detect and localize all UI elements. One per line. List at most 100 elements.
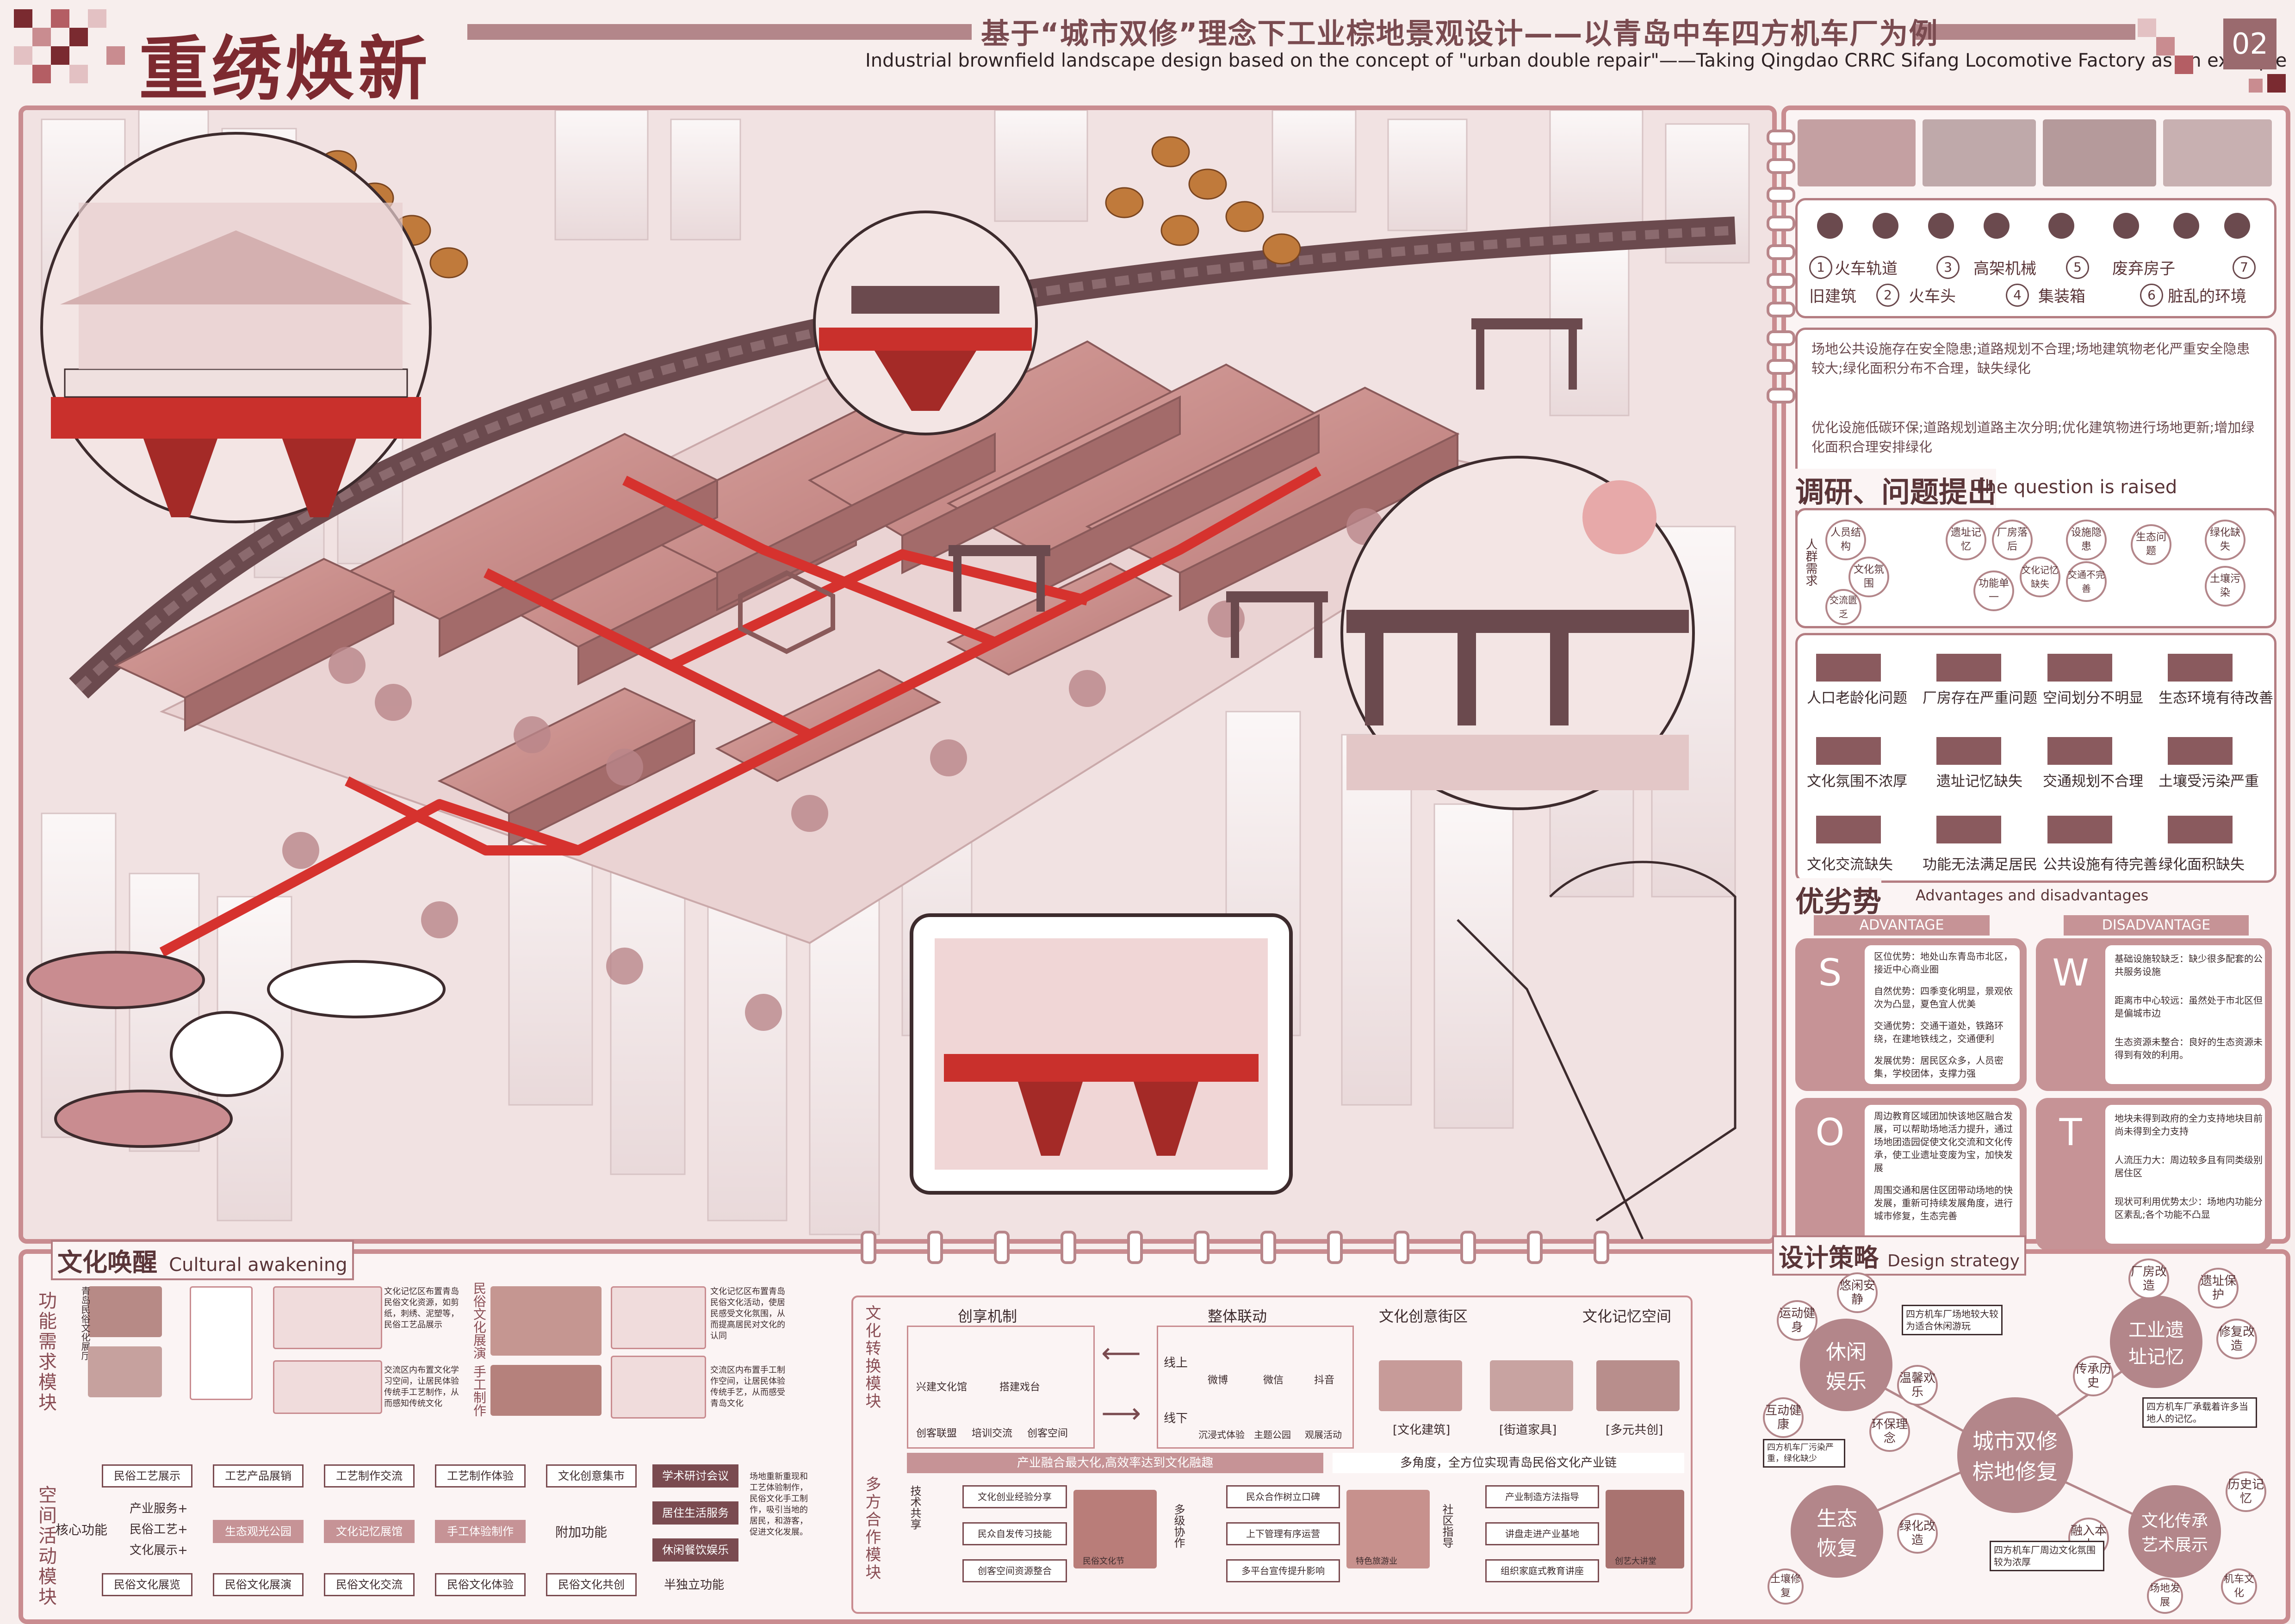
site-element-3-no: 3	[1936, 256, 1963, 279]
culture-desc-2: 交流区内布置文化学习空间，让居民体验传统手工艺制作，从而感知传统文化	[384, 1365, 459, 1408]
problem-icons	[1816, 654, 2233, 843]
multi-label: 多级协作	[1172, 1504, 1185, 1548]
flow-1-5: 文化创意集市	[546, 1464, 637, 1488]
problem-6: 遗址记忆缺失	[1936, 773, 2022, 790]
flow-3-4: 民俗文化体验	[435, 1573, 526, 1596]
problem-text: 场地公共设施存在安全隐患;道路规划不合理;场地建筑物老化严重安全隐患较大;绿化面…	[1811, 341, 2250, 376]
arrow-left-icon: ⟵	[1101, 1337, 1141, 1370]
zoom-circle-right	[1340, 456, 1695, 810]
title-cn: 基于“城市双修”理念下工业棕地景观设计——以青岛中车四方机车厂为例	[981, 17, 1939, 50]
advantage-bar: ADVANTAGE	[1814, 915, 1990, 936]
site-element-5-label: 废弃房子	[2112, 260, 2175, 278]
tablet-illustration	[910, 913, 1293, 1195]
bubbles-left-label: 人群需求	[1804, 538, 1817, 586]
flow-2-2: 文化记忆展馆	[324, 1520, 415, 1543]
bubble-11: 绿化缺失	[2205, 520, 2245, 560]
flow-2-3: 手工体验制作	[435, 1520, 526, 1543]
strategy-note-2: 四方机车厂承载着许多当地人的记忆。	[2142, 1397, 2257, 1428]
survey-title: 调研、问题提出	[1795, 469, 1997, 510]
coop-photo-1	[1073, 1490, 1157, 1568]
flow-2-4: 附加功能	[555, 1525, 608, 1540]
coop-1-1: 文化创业经验分享	[962, 1485, 1067, 1508]
street-photo-1	[1379, 1360, 1462, 1411]
side-list-4: 半独立功能	[664, 1578, 725, 1592]
core-item-2: 民俗工艺+	[130, 1523, 188, 1537]
mini-15: 机车文化	[2221, 1568, 2257, 1605]
swot-title: 优劣势	[1795, 878, 1882, 920]
drone-illustration	[26, 951, 446, 1148]
photographer-outline	[1457, 861, 1737, 1239]
bubble-10: 生态问题	[2131, 524, 2171, 565]
mini-2: 运动健身	[1777, 1300, 1817, 1341]
flow-1-4: 工艺制作体验	[435, 1464, 526, 1488]
solution-text: 优化设施低碳环保;道路规划道路主次分明;优化建筑物进行场地更新;增加绿化面积合理…	[1811, 420, 2255, 455]
swot-s-1: 区位优势：地处山东青岛市北区，接近中心商业圈	[1874, 951, 2013, 975]
mechanism-box	[907, 1326, 1095, 1449]
flow-2-1: 生态观光公园	[213, 1520, 304, 1543]
bubble-2: 文化氛围	[1848, 557, 1889, 597]
coop-1-2: 民众自发传习技能	[962, 1522, 1067, 1545]
culture-axo-3	[611, 1286, 706, 1349]
site-element-4-label: 集装箱	[2038, 287, 2085, 306]
mechanism-1: 兴建文化馆	[916, 1382, 968, 1393]
bar-1: 产业融合最大化,高效率达到文化融趣	[907, 1453, 1323, 1473]
side-list-1: 学术研讨会议	[652, 1464, 738, 1488]
swot-t-3: 现状可利用优势太少：场地内功能分区素乱;各个功能不凸显	[2115, 1196, 2263, 1220]
coop-1-3: 创客空间资源整合	[962, 1559, 1067, 1582]
offline-1: 沉浸式体验	[1198, 1429, 1245, 1440]
transform-vlabel-2: 多方合作模块	[862, 1476, 881, 1581]
page-number: 02	[2223, 19, 2276, 69]
swot-s-letter: S	[1805, 948, 1855, 998]
coop-2-3: 多平台宣传提升影响	[1226, 1559, 1340, 1582]
offline-label: 线下	[1164, 1412, 1188, 1426]
problem-10: 功能无法满足居民	[1923, 856, 2037, 873]
coop-3-1: 产业制造方法指导	[1485, 1485, 1599, 1508]
strategy-note-3: 四方机车厂污染严重，绿化缺少	[1763, 1439, 1845, 1468]
memory-title: 文化记忆空间	[1582, 1308, 1672, 1325]
culture-axo-4	[611, 1356, 706, 1419]
community-label: 社区指导	[1440, 1504, 1453, 1548]
site-element-1-label: 旧建筑	[1809, 287, 1856, 306]
bar-2: 多角度，全方位实现青岛民俗文化产业链	[1333, 1453, 1684, 1473]
flow-1-1: 民俗工艺展示	[102, 1464, 192, 1488]
site-photo-4	[2163, 119, 2272, 186]
problem-4: 生态环境有待改善	[2159, 690, 2273, 707]
mini-9: 环保理念	[1869, 1411, 1910, 1452]
culture-desc-1: 文化记忆区布置青岛民俗文化资源，如剪纸，刺绣、泥塑等，民俗工艺品展示	[384, 1287, 459, 1330]
mini-7: 传承历史	[2073, 1356, 2114, 1396]
site-element-2-no: 2	[1876, 284, 1903, 307]
problem-7: 交通规划不合理	[2043, 773, 2143, 790]
mini-5: 厂房改造	[2128, 1258, 2169, 1299]
strategy-node-industrial: 工业遗址记忆	[2110, 1295, 2202, 1388]
photo-tag-3: 创艺大讲堂	[1615, 1556, 1656, 1566]
zoom-circle-top	[813, 211, 1038, 435]
site-axonometric-drawing	[23, 110, 1772, 1239]
culture-desc-3: 文化记忆区布置青岛民俗文化活动，使居民感受文化氛围，从而提高居民对文化的认同	[710, 1287, 785, 1341]
bubble-8: 交通不完善	[2066, 561, 2107, 602]
online-label: 线上	[1164, 1356, 1188, 1370]
strategy-title-box: 设计策略 Design strategy	[1772, 1235, 2026, 1276]
binder-rings-right	[1767, 130, 1795, 416]
strategy-note-1: 四方机车厂场地较大较为适合休闲游玩	[1902, 1305, 2003, 1335]
flow-1-2: 工艺产品展销	[213, 1464, 304, 1488]
site-photo-2	[1923, 119, 2036, 186]
mechanism-5: 创客空间	[1027, 1428, 1068, 1439]
side-para: 场地重新重现和工艺体验制作，民俗文化手工制作，吸引当地的居民，和游客，促进文化发…	[750, 1472, 808, 1537]
swot-t-box: T 地块未得到政府的全力支持地块目前尚未得到全力支持 人流压力大：周边较多且有同…	[2036, 1098, 2272, 1251]
culture-col-label-2: 手工制作	[471, 1365, 487, 1417]
mechanism-3: 创客联盟	[916, 1428, 957, 1439]
mechanism-4: 培训交流	[972, 1428, 1013, 1439]
swot-subtitle: Advantages and disadvantages	[1916, 886, 2149, 904]
coop-3-2: 讲盘走进产业基地	[1485, 1522, 1599, 1545]
culture-subtitle: Cultural awakening	[169, 1254, 347, 1276]
social-weibo: 微博	[1208, 1375, 1228, 1386]
linkage-title: 整体联动	[1208, 1308, 1267, 1325]
transform-vlabel-1: 文化转换模块	[862, 1305, 881, 1410]
mini-3: 温馨欢乐	[1897, 1365, 1938, 1406]
swot-w-2: 距离市中心较远：虽然处于市北区但是偏城市边	[2115, 995, 2263, 1019]
swot-w-letter: W	[2045, 948, 2096, 998]
site-element-2-label: 火车头	[1909, 287, 1956, 306]
culture-axo-1	[273, 1286, 382, 1349]
mini-6: 修复改造	[2216, 1319, 2257, 1359]
problem-9: 文化交流缺失	[1807, 856, 1893, 873]
